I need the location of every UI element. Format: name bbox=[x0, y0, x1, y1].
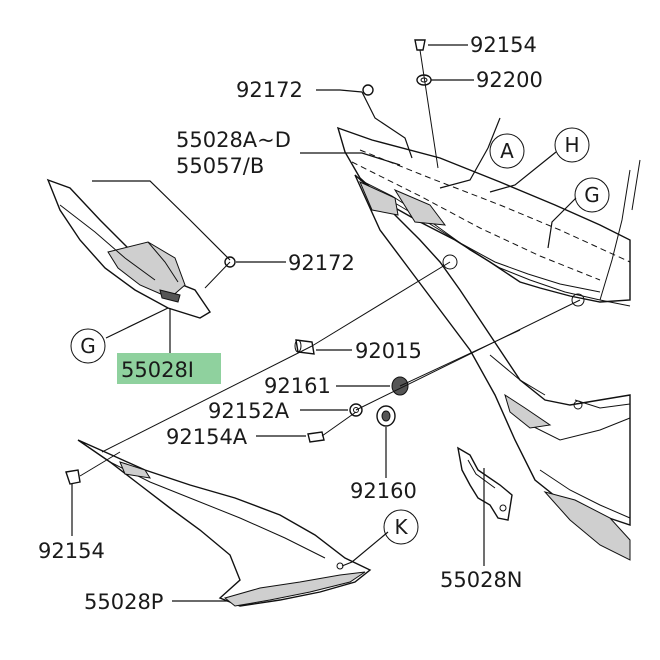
label-92160: 92160 bbox=[350, 479, 417, 503]
label-92172-mid: 92172 bbox=[288, 251, 355, 275]
label-92172-top: 92172 bbox=[236, 78, 303, 102]
label-92154-bottom: 92154 bbox=[38, 539, 105, 563]
callout-H: H bbox=[564, 133, 579, 157]
callout-G-right: G bbox=[584, 183, 600, 207]
callout-A: A bbox=[500, 139, 514, 163]
screw-92172-top bbox=[362, 84, 374, 96]
label-55028I: 55028I bbox=[121, 358, 194, 382]
bracket-55028N bbox=[457, 446, 513, 521]
edge-part-outline-2 bbox=[631, 159, 641, 211]
callout-K: K bbox=[394, 515, 408, 539]
label-92152A: 92152A bbox=[208, 399, 290, 423]
label-92154A: 92154A bbox=[166, 425, 248, 449]
leader-lines bbox=[71, 44, 577, 602]
main-fairing-assembly bbox=[336, 126, 631, 561]
bolt-92154-top bbox=[414, 39, 426, 51]
lower-side-cowl bbox=[77, 439, 372, 607]
highlight-55028I bbox=[117, 353, 221, 384]
label-55028A-D: 55028A~D bbox=[176, 128, 291, 152]
callout-G-left: G bbox=[80, 334, 96, 358]
label-92154-top: 92154 bbox=[470, 33, 537, 57]
label-55028P: 55028P bbox=[84, 590, 163, 614]
label-92200: 92200 bbox=[476, 68, 543, 92]
edge-part-outline bbox=[599, 169, 631, 301]
label-92161: 92161 bbox=[264, 374, 331, 398]
bolt-92154-bottom bbox=[65, 469, 81, 485]
label-55028N: 55028N bbox=[440, 568, 523, 592]
screw-92154A bbox=[307, 431, 325, 443]
label-92015: 92015 bbox=[355, 339, 422, 363]
left-cowl-piece bbox=[46, 178, 211, 319]
part-labels: 92154 92200 92172 55028A~D 55057/B 92172… bbox=[38, 33, 543, 614]
label-55057B: 55057/B bbox=[176, 154, 264, 178]
callout-circles: A H G G K bbox=[70, 127, 610, 545]
assembly-lines bbox=[79, 49, 581, 477]
